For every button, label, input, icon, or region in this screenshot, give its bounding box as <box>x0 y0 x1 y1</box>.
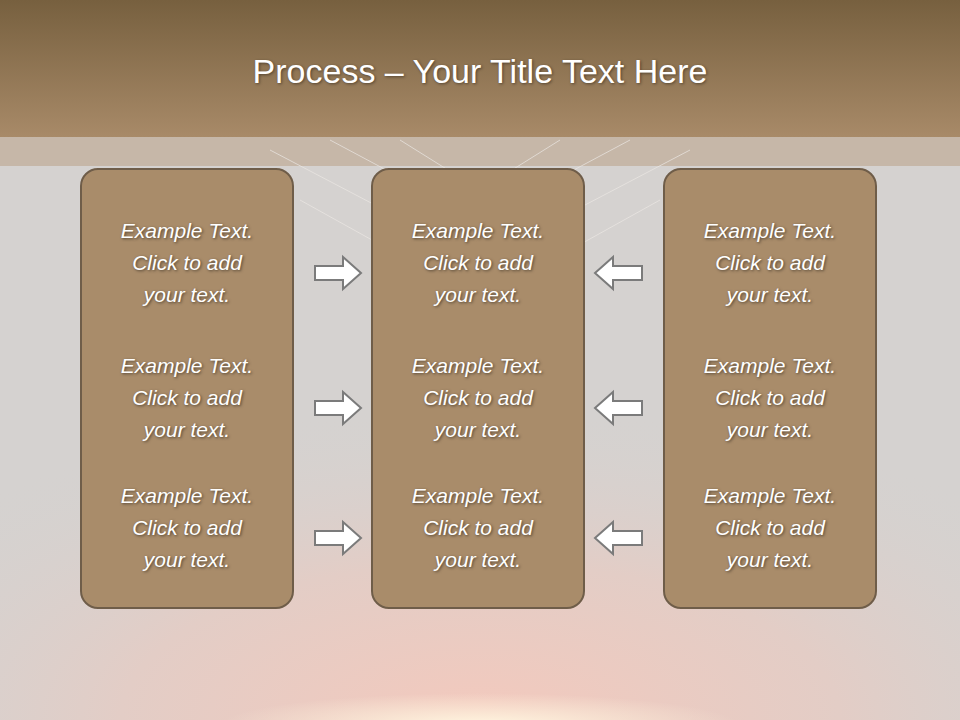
column-text: Example Text. Click to add your text. <box>401 350 556 446</box>
column-text: Example Text. Click to add your text. <box>110 480 265 576</box>
process-column: Example Text. Click to add your text. Exa… <box>371 168 585 609</box>
column-text: Example Text. Click to add your text. <box>693 350 848 446</box>
column-text: Example Text. Click to add your text. <box>110 350 265 446</box>
block-arrow <box>595 392 642 424</box>
block-arrow <box>315 522 361 554</box>
block-arrow <box>595 522 642 554</box>
process-column: Example Text. Click to add your text. Exa… <box>80 168 294 609</box>
block-arrow <box>595 257 642 289</box>
column-text: Example Text. Click to add your text. <box>110 215 265 311</box>
slide-title: Process – Your Title Text Here <box>0 52 960 91</box>
column-text: Example Text. Click to add your text. <box>693 215 848 311</box>
process-column: Example Text. Click to add your text. Exa… <box>663 168 877 609</box>
block-arrow <box>315 392 361 424</box>
column-text: Example Text. Click to add your text. <box>401 480 556 576</box>
column-text: Example Text. Click to add your text. <box>401 215 556 311</box>
block-arrow <box>315 257 361 289</box>
column-text: Example Text. Click to add your text. <box>693 480 848 576</box>
